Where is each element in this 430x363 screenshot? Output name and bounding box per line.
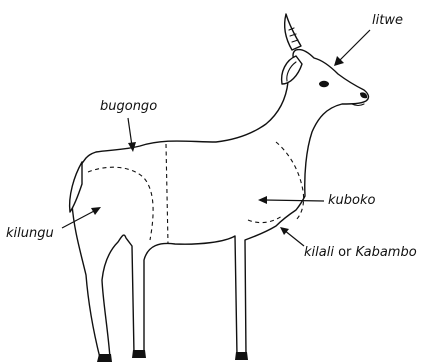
label-kilali: kilali (304, 245, 334, 260)
label-or: or (338, 245, 351, 260)
eye (319, 81, 329, 87)
hoof-front-left (235, 352, 248, 360)
label-litwe: litwe (372, 14, 403, 27)
horn (285, 14, 301, 50)
hoof-rear-left (97, 354, 112, 362)
arrow-bugongo (128, 118, 132, 146)
label-kuboko: kuboko (328, 194, 375, 207)
label-bugongo: bugongo (100, 100, 157, 113)
label-kilali-or-kabambo: kilali or Kabambo (304, 246, 417, 259)
label-kabambo: Kabambo (356, 245, 417, 260)
label-kilungu: kilungu (6, 227, 54, 240)
arrowhead-kilali (280, 227, 289, 235)
hoof-rear-right (132, 350, 146, 358)
arrow-kilali (284, 230, 304, 246)
body-outline (72, 49, 369, 358)
mouth (352, 104, 364, 106)
arrow-litwe (338, 30, 370, 62)
